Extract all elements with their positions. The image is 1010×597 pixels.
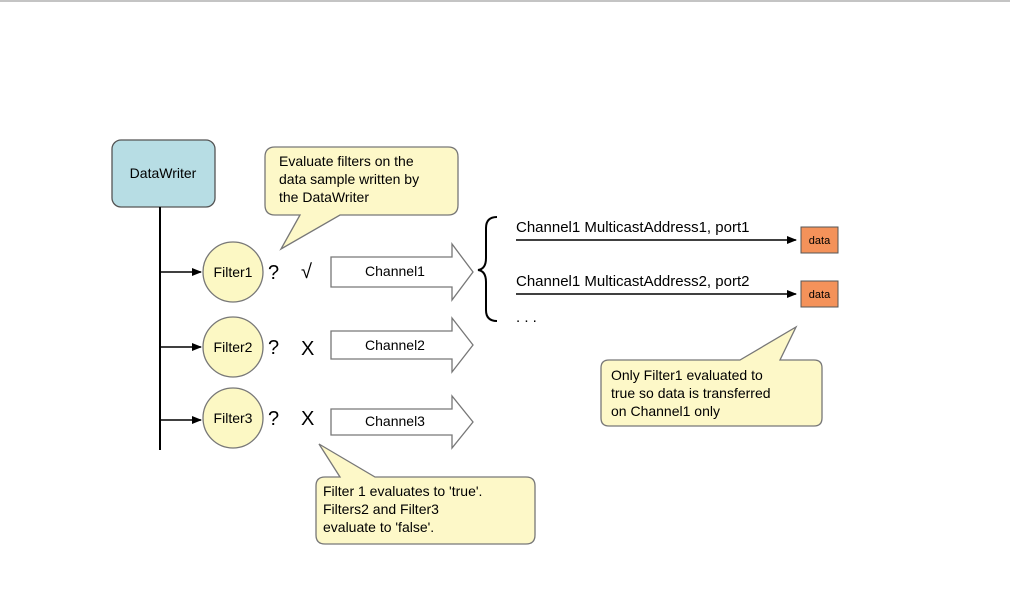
callout-transfer-line-3: on Channel1 only — [611, 403, 720, 419]
callout-evaluate-line-1: Evaluate filters on the — [279, 153, 414, 169]
channel2-arrow — [330, 316, 474, 374]
destination-1-label: Channel1 MulticastAddress1, port1 — [516, 219, 749, 236]
destination-2-label: Channel1 MulticastAddress2, port2 — [516, 273, 749, 290]
callout-result-line-2: Filters2 and Filter3 — [323, 501, 439, 517]
destination-1-data-label: data — [809, 235, 831, 247]
filter1-check-mark: √ — [301, 261, 312, 283]
destination-brace — [477, 216, 498, 322]
destination-2-data-box — [800, 280, 839, 308]
filter1-circle — [202, 241, 264, 303]
filter3-question-mark: ? — [268, 408, 279, 430]
callout-transfer-bubble — [600, 325, 823, 427]
channel1-label: Channel1 — [365, 263, 425, 279]
filter3-label: Filter3 — [214, 410, 253, 426]
callout-result-bubble — [315, 443, 536, 545]
callout-transfer-line-1: Only Filter1 evaluated to — [611, 367, 763, 383]
filter2-label: Filter2 — [214, 339, 253, 355]
channel2-label: Channel2 — [365, 337, 425, 353]
channel1-arrow — [330, 242, 474, 302]
destination-1: Channel1 MulticastAddress1, port1 data — [516, 219, 839, 254]
callout-transfer: Only Filter1 evaluated to true so data i… — [600, 325, 823, 427]
datawriter-box — [111, 139, 216, 208]
datawriter-label: DataWriter — [130, 165, 197, 181]
destination-2-data-label: data — [809, 289, 831, 301]
destination-ellipsis: . . . — [516, 309, 537, 326]
filter1-label: Filter1 — [214, 264, 253, 280]
filter3-circle — [202, 387, 264, 449]
filter2-question-mark: ? — [268, 337, 279, 359]
callout-evaluate-bubble — [264, 146, 459, 251]
callout-result-line-1: Filter 1 evaluates to 'true'. — [323, 483, 482, 499]
callout-evaluate-line-2: data sample written by — [279, 171, 419, 187]
callout-result: Filter 1 evaluates to 'true'. Filters2 a… — [315, 443, 536, 545]
callout-transfer-line-2: true so data is transferred — [611, 385, 771, 401]
datawriter-node: DataWriter — [111, 139, 216, 208]
channel3-arrow — [330, 394, 474, 450]
channel3-label: Channel3 — [365, 413, 425, 429]
filter-row-1: Filter1 ? √ Channel1 — [160, 241, 474, 303]
filter-row-3: Filter3 ? X Channel3 — [160, 387, 474, 450]
destination-1-data-box — [800, 226, 839, 254]
callout-evaluate: Evaluate filters on the data sample writ… — [264, 146, 459, 251]
filter-row-2: Filter2 ? X Channel2 — [160, 316, 474, 378]
callout-result-line-3: evaluate to 'false'. — [323, 519, 434, 535]
filter1-question-mark: ? — [268, 262, 279, 284]
filter2-x-mark: X — [301, 338, 314, 360]
destination-2: Channel1 MulticastAddress2, port2 data — [516, 273, 839, 308]
callout-evaluate-line-3: the DataWriter — [279, 189, 369, 205]
filter2-circle — [202, 316, 264, 378]
filter3-x-mark: X — [301, 408, 314, 430]
